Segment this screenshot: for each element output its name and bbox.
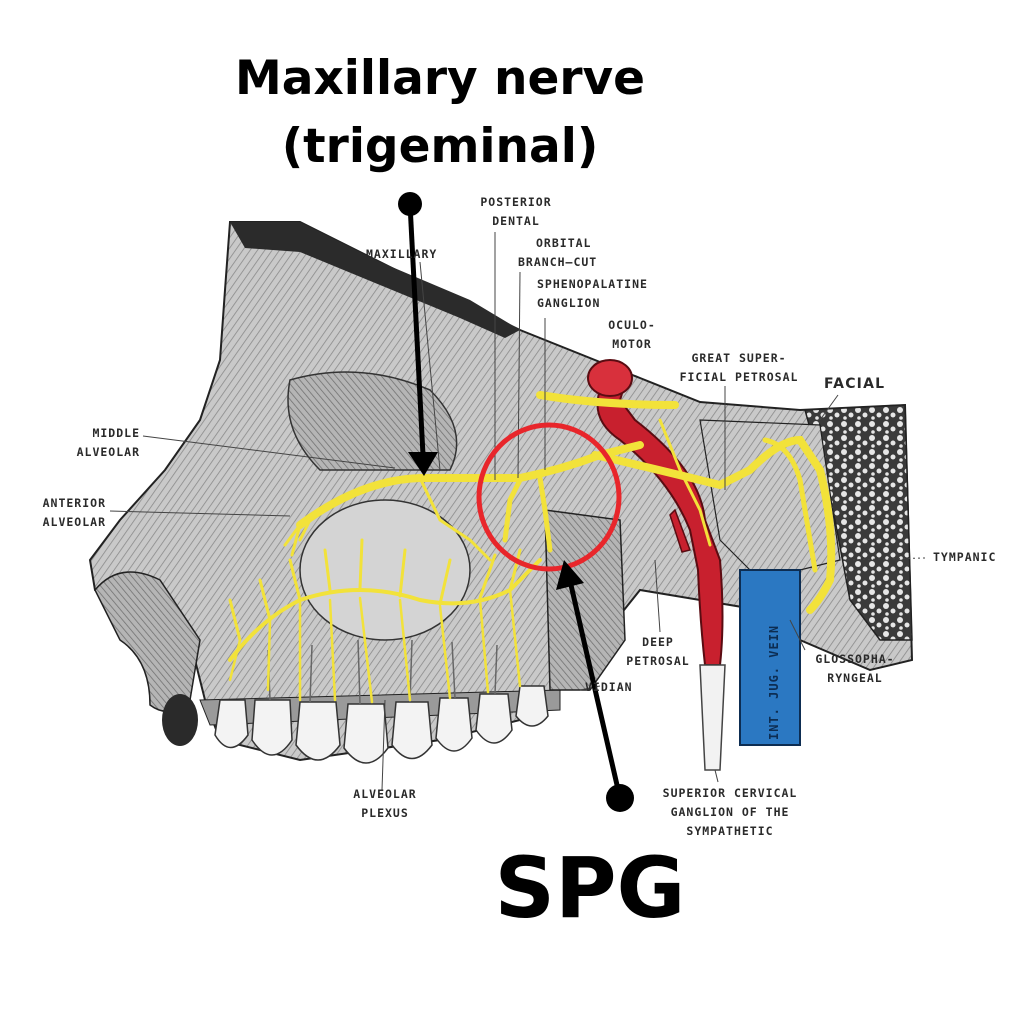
carotid-artery bbox=[587, 359, 726, 771]
glossopharyngeal-line2: RYNGEAL bbox=[827, 671, 883, 685]
alveolar-plexus-label: ALVEOLAR PLEXUS bbox=[340, 785, 430, 823]
superior-cervical-line1: SUPERIOR CERVICAL bbox=[662, 786, 798, 800]
sphenopalatine-ganglion-label: SPHENOPALATINE GANGLION bbox=[537, 275, 648, 313]
facial-label: FACIAL bbox=[824, 376, 886, 392]
orbital-line1: ORBITAL bbox=[536, 236, 592, 250]
maxillary-nerve-arrow bbox=[398, 192, 438, 476]
oculomotor-line2: MOTOR bbox=[612, 337, 652, 351]
middle-alveolar-line2: ALVEOLAR bbox=[76, 445, 140, 459]
maxillary-label: MAXILLARY bbox=[366, 247, 438, 261]
posterior-dental-label: POSTERIOR DENTAL bbox=[466, 193, 566, 231]
spg-title: SPG bbox=[494, 839, 686, 937]
orbital-line2: BRANCH—CUT bbox=[518, 255, 598, 269]
vidian-label: VIDIAN bbox=[585, 680, 633, 694]
anterior-alveolar-label: ANTERIOR ALVEOLAR bbox=[24, 494, 106, 532]
oculomotor-line1: OCULO- bbox=[608, 318, 656, 332]
internal-jugular-vein: INT. JUG. VEIN bbox=[739, 569, 801, 746]
sphenopalatine-line2: GANGLION bbox=[537, 296, 601, 310]
middle-alveolar-line1: MIDDLE bbox=[92, 426, 140, 440]
upper-teeth bbox=[214, 639, 549, 764]
posterior-dental-line1: POSTERIOR bbox=[480, 195, 552, 209]
superior-cervical-line3: SYMPATHETIC bbox=[686, 824, 774, 838]
great-superficial-line1: GREAT SUPER- bbox=[691, 351, 787, 365]
int-jug-vein-label: INT. JUG. VEIN bbox=[767, 625, 781, 740]
deep-petrosal-line1: DEEP bbox=[642, 635, 674, 649]
deep-petrosal-label: DEEP PETROSAL bbox=[608, 633, 708, 671]
posterior-dental-line2: DENTAL bbox=[492, 214, 540, 228]
anterior-alveolar-line2: ALVEOLAR bbox=[42, 515, 106, 529]
deep-petrosal-line2: PETROSAL bbox=[626, 654, 690, 668]
maxillary-nerve-subtitle: (trigeminal) bbox=[281, 119, 599, 174]
label-leader-lines bbox=[109, 232, 926, 791]
anterior-alveolar-line1: ANTERIOR bbox=[42, 496, 106, 510]
alveolar-plexus-line2: PLEXUS bbox=[361, 806, 409, 820]
sphenopalatine-line1: SPHENOPALATINE bbox=[537, 277, 648, 291]
middle-alveolar-label: MIDDLE ALVEOLAR bbox=[58, 424, 140, 462]
superior-cervical-ganglion-label: SUPERIOR CERVICAL GANGLION OF THE SYMPAT… bbox=[650, 784, 810, 841]
tympanic-label: TYMPANIC bbox=[933, 550, 997, 564]
skull-bone bbox=[88, 221, 914, 762]
great-superficial-petrosal-label: GREAT SUPER- FICIAL PETROSAL bbox=[664, 349, 814, 387]
great-superficial-line2: FICIAL PETROSAL bbox=[679, 370, 799, 384]
oculomotor-label: OCULO- MOTOR bbox=[592, 316, 672, 354]
superior-cervical-line2: GANGLION OF THE bbox=[670, 805, 790, 819]
orbital-branch-label: ORBITAL BRANCH—CUT bbox=[518, 234, 597, 272]
spg-arrow bbox=[556, 560, 634, 812]
maxillary-nerve-title: Maxillary nerve bbox=[234, 51, 646, 106]
nerve-network bbox=[228, 391, 836, 704]
glossopharyngeal-label: GLOSSOPHA- RYNGEAL bbox=[800, 650, 910, 688]
spg-highlight-circle bbox=[476, 422, 622, 572]
alveolar-plexus-line1: ALVEOLAR bbox=[353, 787, 417, 801]
glossopharyngeal-line1: GLOSSOPHA- bbox=[815, 652, 895, 666]
